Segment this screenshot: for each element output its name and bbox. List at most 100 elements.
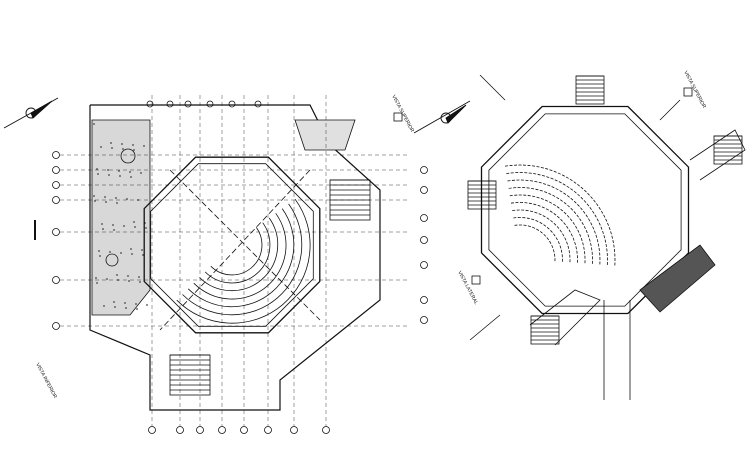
seating-row-arc xyxy=(182,203,303,316)
garden-texture-dot xyxy=(114,306,116,308)
garden-texture-dot xyxy=(103,305,105,307)
auditorium-inner-wall xyxy=(488,113,682,307)
garden-area xyxy=(91,119,151,316)
tree-symbol xyxy=(120,148,136,164)
garden-texture-dot xyxy=(134,226,136,228)
garden-texture-dot xyxy=(105,201,107,203)
grid-bubble xyxy=(52,276,60,284)
seating-row-arc xyxy=(509,194,586,265)
garden-texture-dot xyxy=(101,223,103,225)
garden-texture-dot xyxy=(118,170,120,172)
exit-corridor xyxy=(689,129,746,181)
garden-texture-dot xyxy=(123,225,125,227)
garden-texture-dot xyxy=(139,281,141,283)
balcony-seating xyxy=(639,244,716,313)
garden-texture-dot xyxy=(110,142,112,144)
garden-texture-dot xyxy=(95,277,97,279)
garden-texture-dot xyxy=(143,145,145,147)
seating-row-arc xyxy=(187,208,295,308)
grid-bubble xyxy=(254,100,262,108)
garden-texture-dot xyxy=(133,221,135,223)
garden-texture-dot xyxy=(124,302,126,304)
garden-texture-dot xyxy=(107,169,109,171)
grid-bubble xyxy=(290,426,298,434)
garden-texture-dot xyxy=(93,123,95,125)
grid-bubble xyxy=(52,151,60,159)
grid-bubble xyxy=(228,100,236,108)
axis-line xyxy=(159,169,311,331)
grid-bubble xyxy=(146,100,154,108)
grid-bubble xyxy=(240,426,248,434)
right-view-label-bottom: VISTA LATERAL xyxy=(456,270,479,306)
garden-texture-dot xyxy=(120,252,122,254)
seating-row-arc xyxy=(176,198,311,324)
garden-texture-dot xyxy=(122,148,124,150)
garden-texture-dot xyxy=(136,308,138,310)
leader-line xyxy=(469,314,501,341)
north-arrow-right xyxy=(413,100,471,134)
grid-bubble xyxy=(166,100,174,108)
auditorium-octagon xyxy=(143,156,321,334)
garden-texture-dot xyxy=(99,255,101,257)
north-arrow-left xyxy=(3,97,59,129)
grid-bubble xyxy=(420,186,428,194)
grid-bubble xyxy=(176,426,184,434)
garden-texture-dot xyxy=(93,195,95,197)
garden-texture-dot xyxy=(121,143,123,145)
garden-texture-dot xyxy=(145,227,147,229)
leader-line xyxy=(479,74,506,101)
seating-row-arc xyxy=(204,222,271,284)
garden-texture-dot xyxy=(138,276,140,278)
grid-bubble xyxy=(196,426,204,434)
garden-texture-dot xyxy=(130,248,132,250)
garden-texture-dot xyxy=(119,175,121,177)
garden-texture-dot xyxy=(96,168,98,170)
grid-bubble xyxy=(420,296,428,304)
garden-texture-dot xyxy=(97,173,99,175)
grid-bubble xyxy=(52,228,60,236)
grid-bubble xyxy=(420,236,428,244)
grid-bubble xyxy=(322,426,330,434)
garden-texture-dot xyxy=(113,229,115,231)
grid-bubble xyxy=(420,166,428,174)
left-floor-plan xyxy=(34,95,428,434)
grid-bubble xyxy=(52,181,60,189)
garden-texture-dot xyxy=(106,278,108,280)
seating-row-arc xyxy=(199,217,279,292)
seating-row-arc xyxy=(506,172,608,266)
garden-texture-dot xyxy=(135,303,137,305)
seating-row-arc xyxy=(193,213,287,300)
view-stamp xyxy=(471,275,481,285)
grid-bubble xyxy=(420,316,428,324)
grid-bubble xyxy=(52,322,60,330)
seating-row-arc xyxy=(508,187,593,265)
planter xyxy=(294,119,356,151)
seating-row-arc xyxy=(210,227,263,276)
grid-bubble xyxy=(52,166,60,174)
tree-symbol xyxy=(105,253,119,267)
garden-texture-dot xyxy=(146,304,148,306)
garden-texture-dot xyxy=(125,307,127,309)
garden-texture-dot xyxy=(116,202,118,204)
garden-texture-dot xyxy=(100,146,102,148)
garden-texture-dot xyxy=(130,176,132,178)
grid-bubble xyxy=(420,214,428,222)
garden-texture-dot xyxy=(140,172,142,174)
grid-bubble xyxy=(218,426,226,434)
garden-texture-dot xyxy=(104,196,106,198)
garden-texture-dot xyxy=(127,275,129,277)
grid-bubble xyxy=(148,426,156,434)
leader-line xyxy=(659,99,681,121)
seating-row-arc xyxy=(505,164,616,267)
garden-texture-dot xyxy=(102,228,104,230)
garden-texture-dot xyxy=(94,200,96,202)
garden-texture-dot xyxy=(131,253,133,255)
garden-texture-dot xyxy=(142,254,144,256)
auditorium-inner-wall xyxy=(150,163,314,327)
garden-texture-dot xyxy=(113,301,115,303)
garden-texture-dot xyxy=(115,197,117,199)
grid-bubble xyxy=(420,261,428,269)
grid-bubble xyxy=(52,196,60,204)
garden-texture-dot xyxy=(128,280,130,282)
